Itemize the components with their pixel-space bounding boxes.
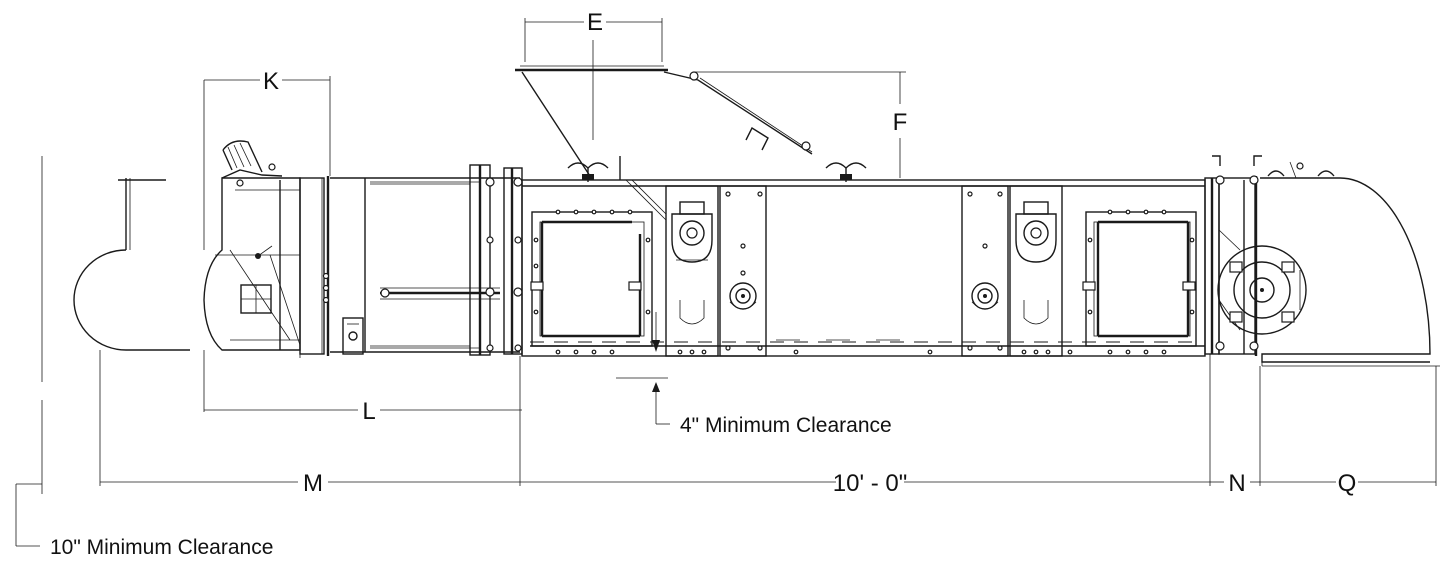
dimension-length-label: 10' - 0": [833, 470, 907, 497]
dimension-f-label: F: [893, 109, 908, 136]
clearance-4-note: 4" Minimum Clearance: [680, 414, 892, 437]
dimension-n-label: N: [1228, 470, 1245, 497]
main-body: [521, 179, 1206, 357]
clearance-10-note: 10" Minimum Clearance: [50, 536, 273, 559]
head-section: [1204, 155, 1440, 367]
inlet-hood: [73, 178, 190, 351]
dimension-m-label: M: [303, 470, 323, 497]
inlet-hopper: [515, 65, 867, 221]
take-up-section: [330, 164, 523, 356]
dimension-k-label: K: [263, 68, 279, 95]
dimension-e-label: E: [587, 9, 603, 36]
tail-section: [203, 140, 330, 358]
dimension-l-label: L: [362, 398, 375, 425]
dimension-q-label: Q: [1338, 470, 1357, 497]
dimension-lines: [15, 18, 1437, 547]
edge-bolts: [533, 209, 1195, 355]
